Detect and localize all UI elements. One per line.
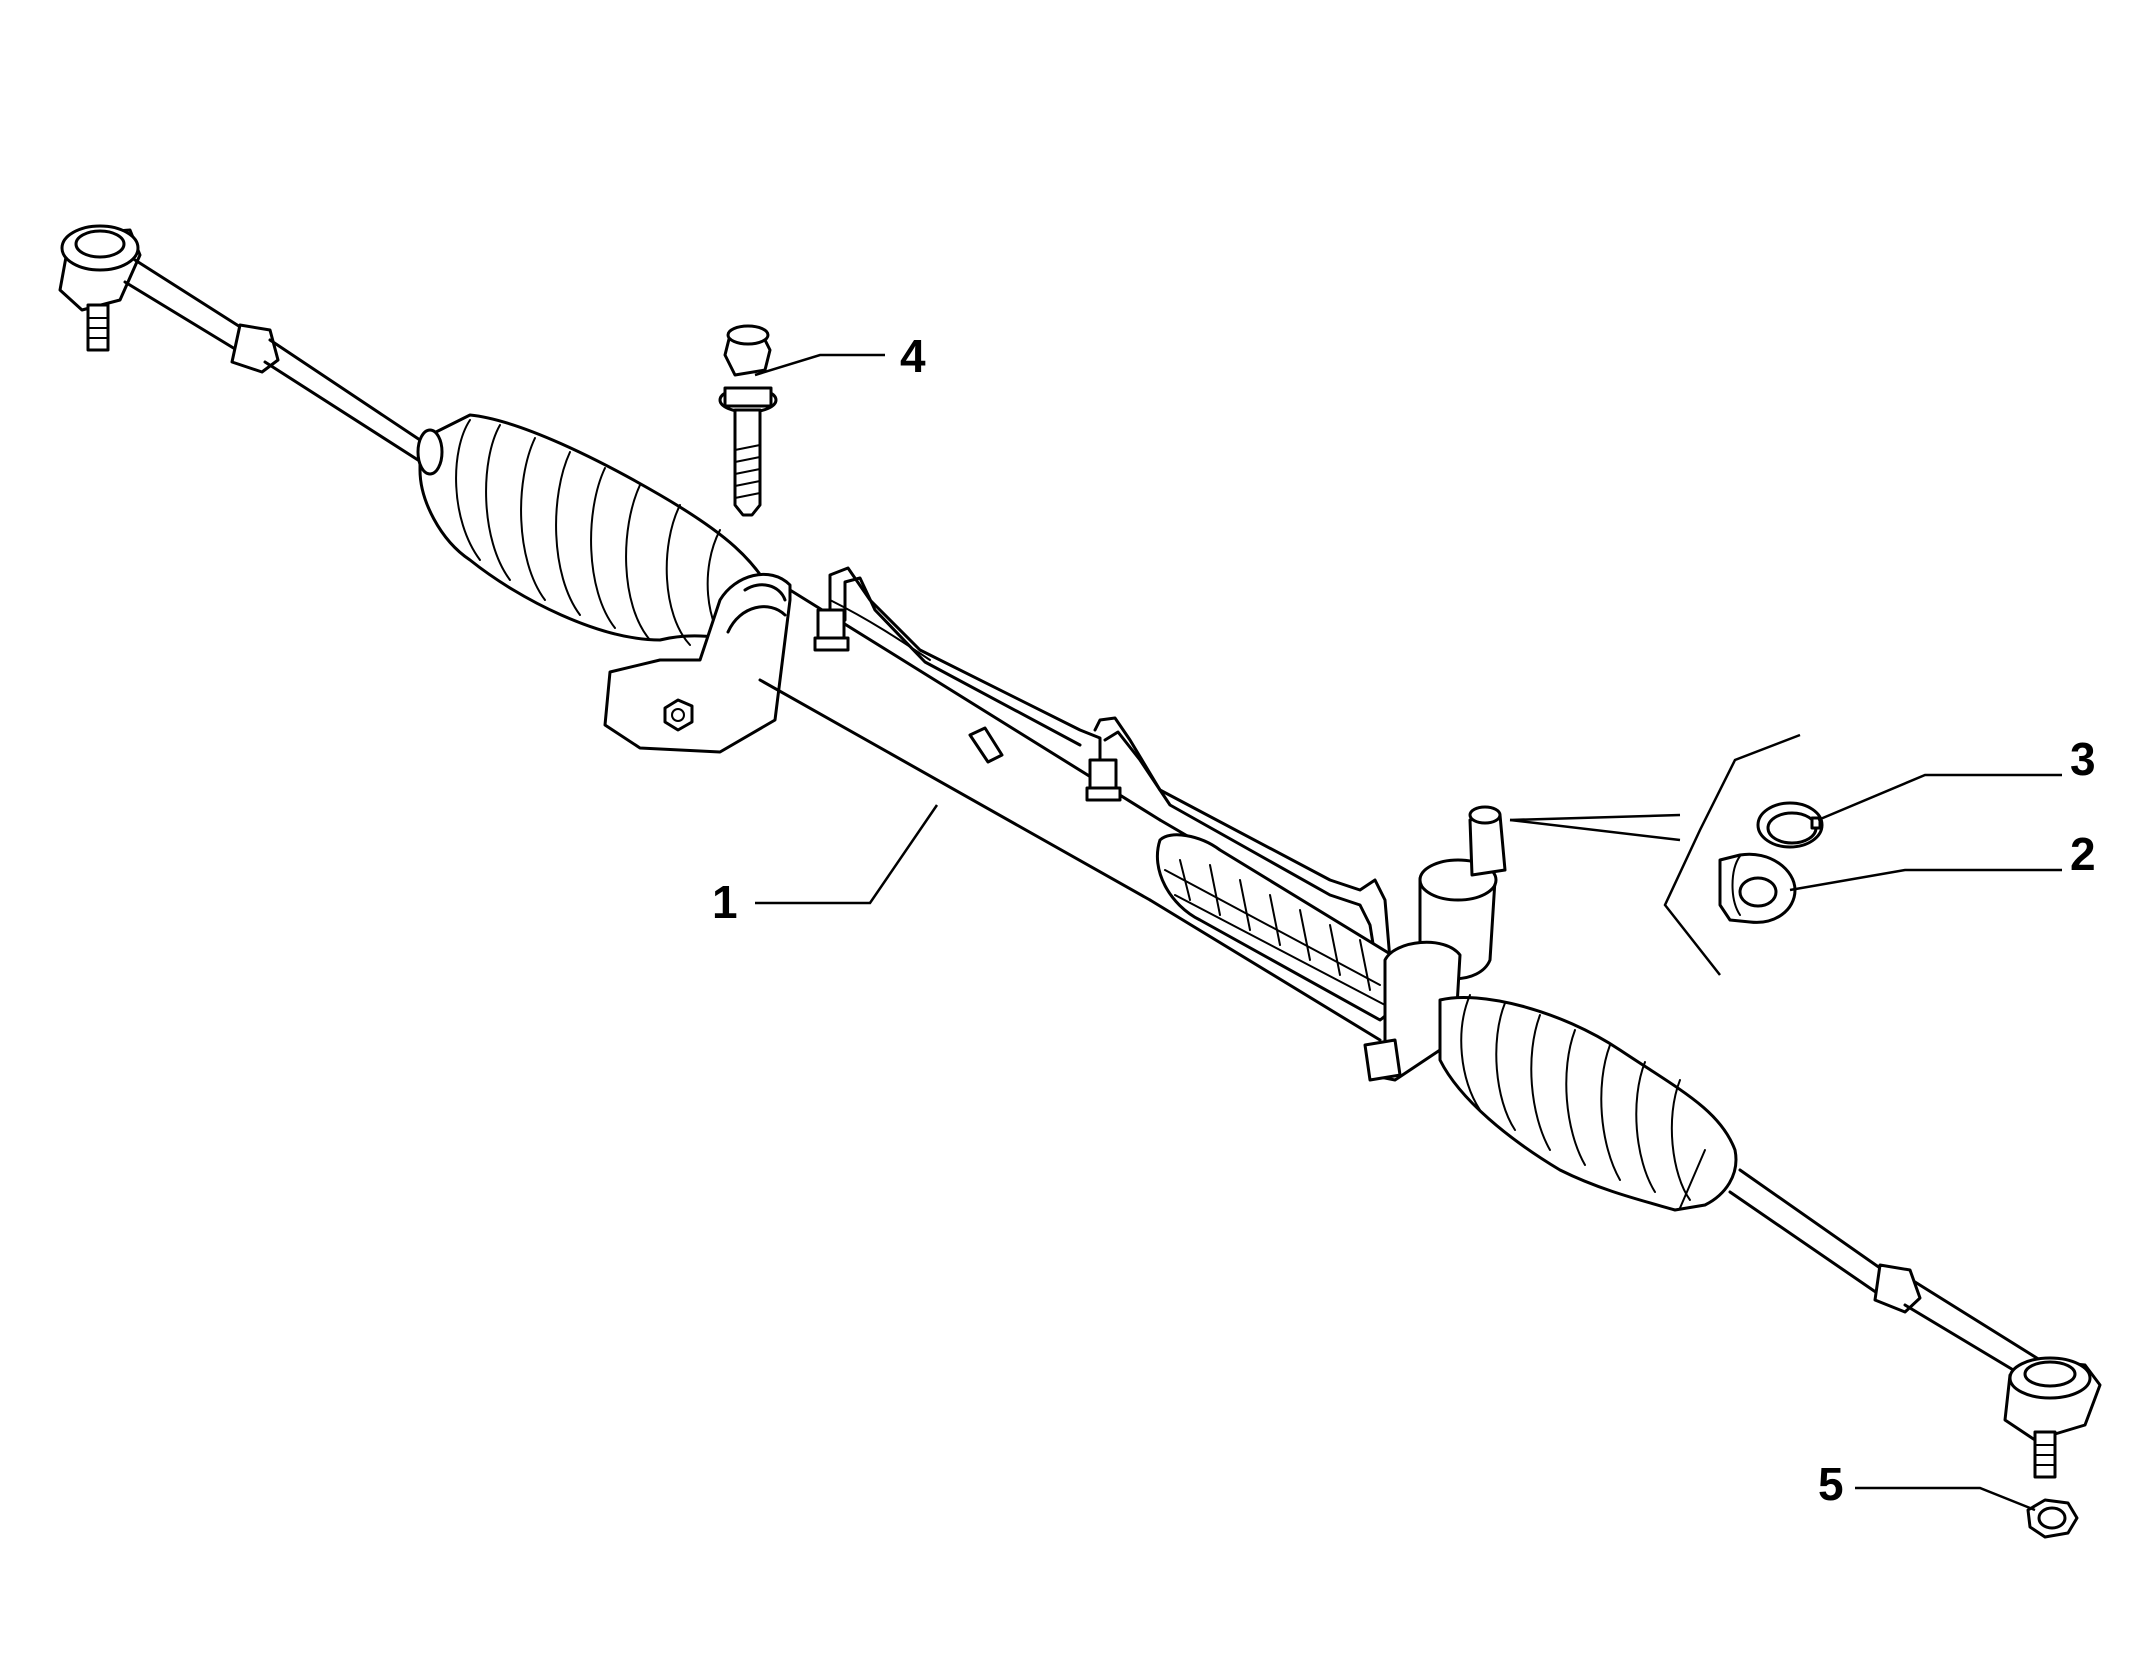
mounting-clamp <box>603 572 792 754</box>
callout-3: 3 <box>2070 733 2096 785</box>
leader-lines <box>754 353 2062 1512</box>
hydraulic-lines <box>813 566 1402 982</box>
leader-line-1 <box>755 804 939 905</box>
callout-4: 4 <box>900 330 926 382</box>
seal-part-2 <box>1718 852 1797 924</box>
valve-body <box>1155 833 1405 1022</box>
nut-part-5 <box>2026 1498 2079 1539</box>
explosion-bracket <box>1509 733 1801 976</box>
ring-part-3 <box>1756 801 1824 849</box>
left-tie-rod-end <box>58 224 142 352</box>
right-tie-rod-end <box>2003 1356 2102 1479</box>
right-tie-rod <box>1728 1168 2042 1382</box>
callout-1: 1 <box>712 876 738 928</box>
leader-line-2 <box>1789 868 2062 892</box>
leader-line-4 <box>754 353 885 377</box>
right-bellows <box>1438 994 1738 1212</box>
callout-5: 5 <box>1818 1458 1844 1510</box>
left-tie-rod <box>123 258 422 462</box>
left-bellows <box>416 413 782 652</box>
leader-line-5 <box>1855 1486 2036 1512</box>
bolt-part-4 <box>718 324 778 517</box>
leader-line-3 <box>1817 773 2062 822</box>
pinion-housing <box>1363 805 1507 1082</box>
callout-2: 2 <box>2070 828 2096 880</box>
